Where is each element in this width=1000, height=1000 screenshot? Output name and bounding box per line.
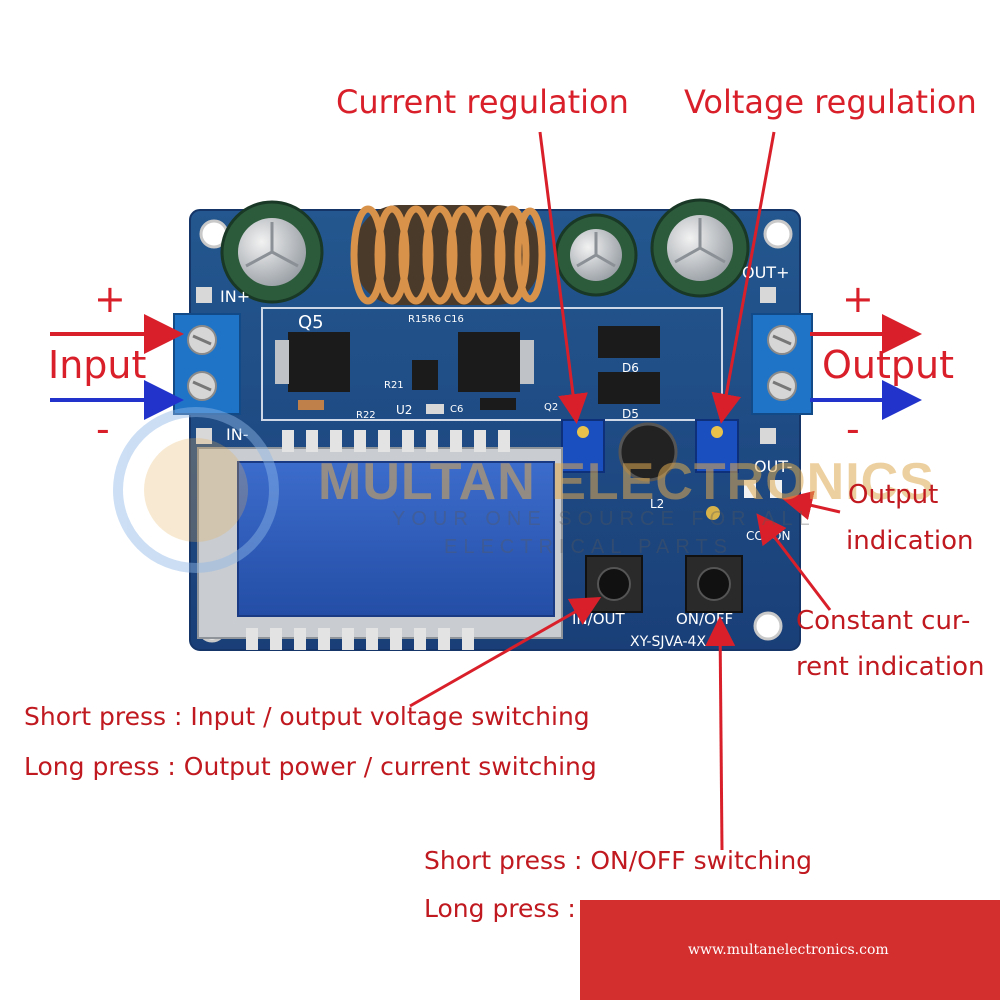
pcb-label-in-plus: IN+	[220, 287, 250, 306]
pcb-label-d6: D6	[622, 361, 639, 375]
in-out-short-press: Short press : Input / output voltage swi…	[24, 702, 590, 731]
pcb-label-r21: R21	[384, 380, 404, 391]
current-regulation-label: Current regulation	[336, 83, 629, 121]
output-indication-label-line2: indication	[846, 526, 974, 556]
pcb-label-cc: CC	[746, 529, 763, 543]
in-out-long-press: Long press : Output power / current swit…	[24, 752, 597, 781]
led-gold	[706, 506, 720, 520]
output-plus-sign: +	[842, 277, 874, 321]
output-minus-sign: -	[846, 407, 860, 451]
constant-current-label-line1: Constant cur-	[796, 606, 971, 636]
pcb-label-q2: Q2	[544, 402, 558, 413]
constant-current-label-line2: rent indication	[796, 652, 985, 682]
pcb-label-q5: Q5	[298, 312, 324, 333]
inductor-l2	[618, 422, 678, 482]
led-cc	[744, 480, 756, 498]
watermark-tagline-2: ELECTRICAL PARTS	[444, 536, 734, 558]
mounting-hole	[753, 611, 783, 641]
output-indication-arrow	[782, 490, 841, 521]
voltage-regulation-label: Voltage regulation	[684, 83, 977, 121]
output-terminal	[751, 313, 813, 415]
mosfet-q5	[288, 332, 350, 392]
in-out-callout-arrow	[409, 597, 602, 708]
inductor-coil	[350, 205, 546, 305]
footer-url[interactable]: www.multanelectronics.com	[688, 942, 889, 958]
on-off-button	[685, 555, 743, 613]
current-pot-screw	[577, 426, 589, 438]
smd-part	[480, 398, 516, 410]
pcb-label-on-off: ON/OFF	[676, 610, 733, 628]
smd-part	[426, 404, 444, 414]
on-off-callout-arrow	[705, 616, 736, 851]
input-plus-sign: +	[94, 277, 126, 321]
footer-banner: www.multanelectronics.com	[580, 900, 1000, 1000]
pad	[760, 428, 776, 444]
input-minus-sign: -	[96, 407, 110, 451]
in-out-button	[585, 555, 643, 613]
on-off-short-press: Short press : ON/OFF switching	[424, 846, 813, 875]
voltage-pot-screw	[711, 426, 723, 438]
mosfet-q5-tab	[275, 340, 289, 384]
capacitor-vent	[576, 232, 616, 268]
led-on	[770, 480, 782, 498]
silkscreen-box	[261, 307, 723, 421]
capacitor-vent	[245, 222, 299, 268]
pcb-label-out-plus: OUT+	[742, 263, 789, 282]
watermark-tagline-1: YOUR ONE SOURCE FOR ALL	[392, 508, 816, 530]
mosfet-q2	[458, 332, 520, 392]
voltage-regulation-arrow	[711, 131, 776, 424]
pcb-label-model: XY-SJVA-4X	[630, 634, 706, 650]
diode-d6	[598, 326, 660, 358]
watermark-logo	[113, 407, 279, 573]
lcd-pins-bottom	[246, 628, 474, 650]
pad	[196, 428, 212, 444]
input-label: Input	[48, 343, 147, 387]
diode-d5	[598, 372, 660, 404]
mosfet-q2-tab	[520, 340, 534, 384]
constant-current-arrow	[756, 513, 832, 611]
pcb-label-l2: L2	[650, 497, 664, 511]
pcb-label-out-minus: OUT-	[754, 457, 792, 476]
pcb-label-r22: R22	[356, 410, 376, 421]
pcb-label-u2: U2	[396, 403, 412, 417]
pcb-label-r15: R15R6 C16	[408, 314, 464, 325]
pad	[760, 287, 776, 303]
lcd-screen	[237, 461, 555, 617]
pcb-label-d5: D5	[622, 407, 639, 421]
current-potentiometer	[561, 419, 605, 473]
input-terminal	[173, 313, 241, 415]
current-regulation-arrow	[538, 131, 588, 424]
output-indication-label-line1: Output	[848, 480, 939, 510]
pcb-label-in-minus: IN-	[226, 425, 248, 444]
lcd-pins-top	[282, 430, 510, 452]
pcb-label-in-out: IN/OUT	[572, 610, 625, 628]
capacitor-vent	[674, 218, 726, 264]
pcb-label-c6: C6	[450, 404, 463, 415]
on-off-long-press: Long press :	[424, 894, 576, 923]
smd-part	[298, 400, 324, 410]
watermark-title: MULTAN ELECTRONICS	[318, 453, 935, 511]
regulator-u2	[412, 360, 438, 390]
mounting-hole	[763, 219, 793, 249]
pad	[196, 287, 212, 303]
output-label: Output	[822, 343, 954, 387]
